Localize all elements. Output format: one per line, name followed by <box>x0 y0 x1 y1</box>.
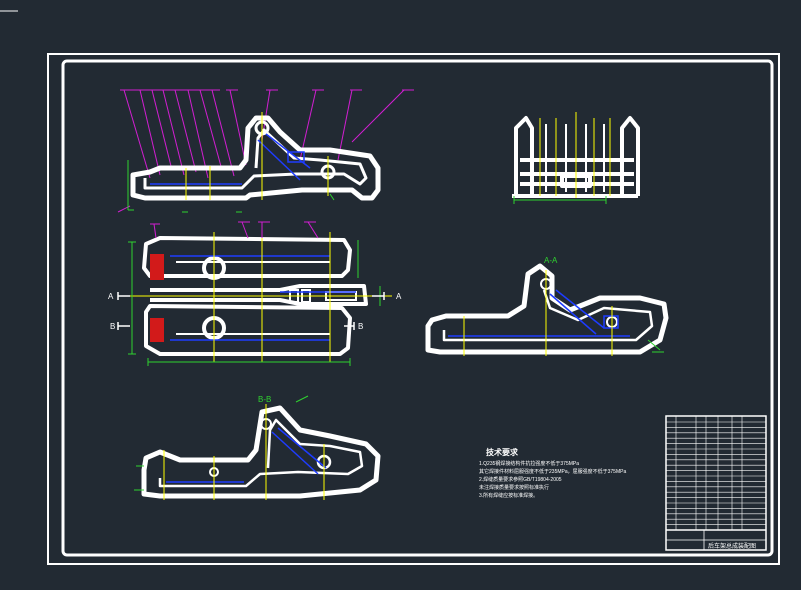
tech-req-line-1: 1.Q235钢焊接结构件抗拉强度不低于375MPa <box>479 460 579 467</box>
parts-list-frame <box>665 415 767 551</box>
section-aa-view[interactable]: A-A <box>425 256 669 356</box>
end-dimensions <box>513 196 607 204</box>
section-label-b-right: B <box>358 322 363 331</box>
tech-req-line-4: 未注焊接质量要求按照标准执行 <box>479 484 549 491</box>
side-frame-inner <box>143 128 368 190</box>
end-centerlines <box>539 112 611 198</box>
section-bb-dimensions <box>134 395 309 491</box>
tech-req-title: 技术要求 <box>486 447 519 457</box>
side-centerlines <box>185 112 329 200</box>
section-bb-inner <box>158 418 364 488</box>
section-aa-outline <box>425 263 669 355</box>
section-label-a-left: A <box>108 292 114 301</box>
plan-centerlines <box>120 232 392 362</box>
technical-requirements-block: 技术要求 1.Q235钢焊接结构件抗拉强度不低于375MPa 其它焊接件材料屈服… <box>479 447 626 499</box>
section-bb-title: B-B <box>258 395 271 404</box>
tech-req-line-3: 2.焊缝质量要求参照GB/T19804-2005 <box>479 476 562 483</box>
side-elevation-view[interactable] <box>117 89 414 213</box>
section-bb-hidden <box>166 427 327 483</box>
section-aa-dimensions <box>647 339 664 353</box>
section-bb-outline <box>141 405 381 499</box>
corner-tick-mark <box>0 0 24 19</box>
outer-border <box>47 53 780 565</box>
tech-req-line-2: 其它焊接件材料屈服强度不低于235MPa，屈服强度不低于375MPa <box>479 468 626 475</box>
section-aa-hidden <box>448 289 630 337</box>
plan-leaders <box>150 221 319 239</box>
side-hidden-lines <box>150 133 311 185</box>
part-number-leaders <box>117 89 414 213</box>
section-label-b-left: B <box>110 322 115 331</box>
section-bb-view[interactable]: B-B <box>134 395 381 500</box>
section-aa-inner <box>442 289 654 342</box>
tech-req-line-5: 3.所有焊缝应按标准焊接。 <box>479 492 538 499</box>
side-frame-outline <box>130 115 381 201</box>
title-block[interactable]: 后车架总成装配图 <box>665 415 767 551</box>
end-elevation-view[interactable] <box>512 112 640 204</box>
parts-list-rows <box>666 421 766 531</box>
side-dimensions <box>127 160 335 213</box>
section-aa-title: A-A <box>544 256 558 265</box>
plan-dimensions <box>128 240 381 366</box>
parts-list-columns <box>675 416 743 530</box>
section-label-a-right: A <box>396 292 402 301</box>
inner-border <box>61 59 774 557</box>
drawing-title: 后车架总成装配图 <box>708 542 756 550</box>
section-aa-centerlines <box>463 270 613 356</box>
end-vertical-members <box>545 124 605 192</box>
section-cut-arrows <box>117 292 385 330</box>
section-bb-centerlines <box>163 404 325 500</box>
plan-hidden-lines <box>170 255 356 341</box>
end-outline <box>512 116 640 198</box>
plan-view[interactable]: A A B B <box>108 221 402 366</box>
plan-hatch-areas <box>150 254 164 342</box>
